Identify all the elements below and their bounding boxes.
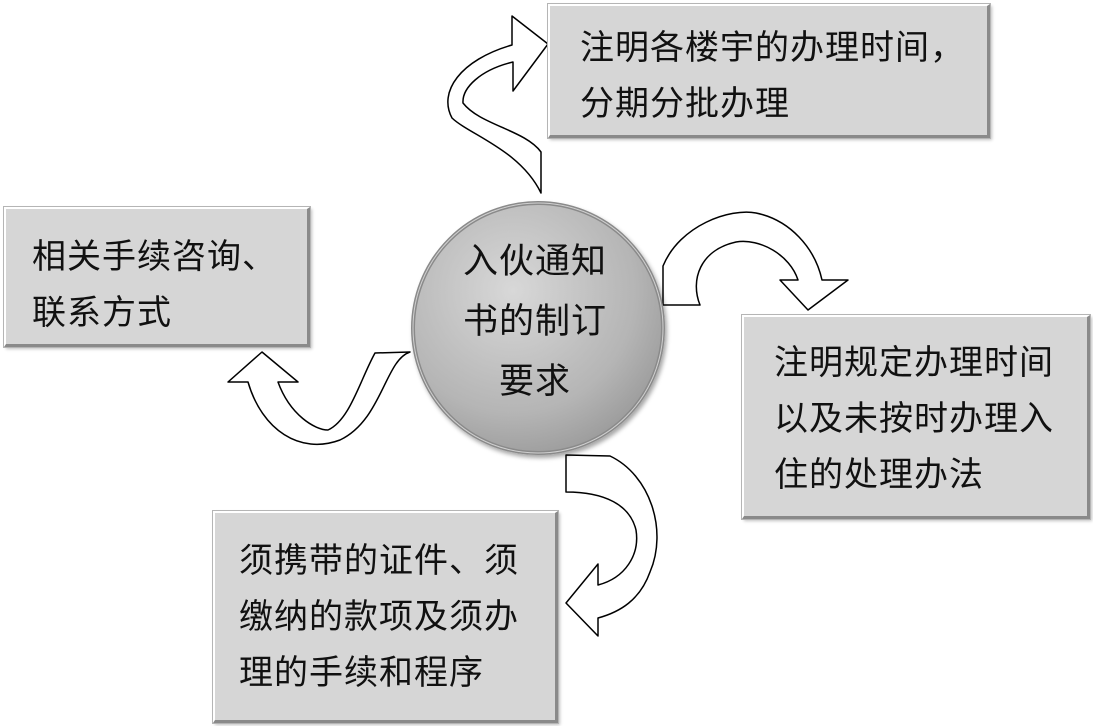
arrow-to-top-box — [447, 15, 549, 194]
center-title: 入伙通知 书的制订 要求 — [430, 232, 640, 412]
box-text-line: 以及未按时办理入 — [774, 399, 1054, 439]
box-building-schedule: 注明各楼宇的办理时间， 分期分批办理 — [547, 3, 991, 139]
arrow-to-bottom-box — [565, 454, 658, 637]
arrow-to-left-box — [227, 351, 411, 445]
box-contact-info: 相关手续咨询、 联系方式 — [3, 206, 311, 348]
box-deadline-handling: 注明规定办理时间 以及未按时办理入 住的处理办法 — [741, 314, 1091, 520]
center-title-line: 书的制订 — [462, 302, 607, 342]
box-text-line: 须携带的证件、须 — [239, 541, 519, 581]
box-text-line: 注明规定办理时间 — [774, 343, 1054, 383]
center-title-line: 入伙通知 — [462, 242, 607, 282]
box-required-documents: 须携带的证件、须 缴纳的款项及须办 理的手续和程序 — [212, 510, 559, 724]
box-text-line: 相关手续咨询、 — [32, 237, 277, 277]
box-text-line: 缴纳的款项及须办 — [239, 597, 519, 637]
box-text-line: 住的处理办法 — [774, 455, 984, 495]
arrow-to-right-box — [662, 211, 849, 311]
center-title-line: 要求 — [498, 362, 571, 402]
box-text-line: 分期分批办理 — [580, 84, 790, 124]
box-text-line: 理的手续和程序 — [239, 653, 484, 693]
box-text-line: 联系方式 — [32, 293, 172, 333]
box-text-line: 注明各楼宇的办理时间， — [580, 28, 965, 68]
